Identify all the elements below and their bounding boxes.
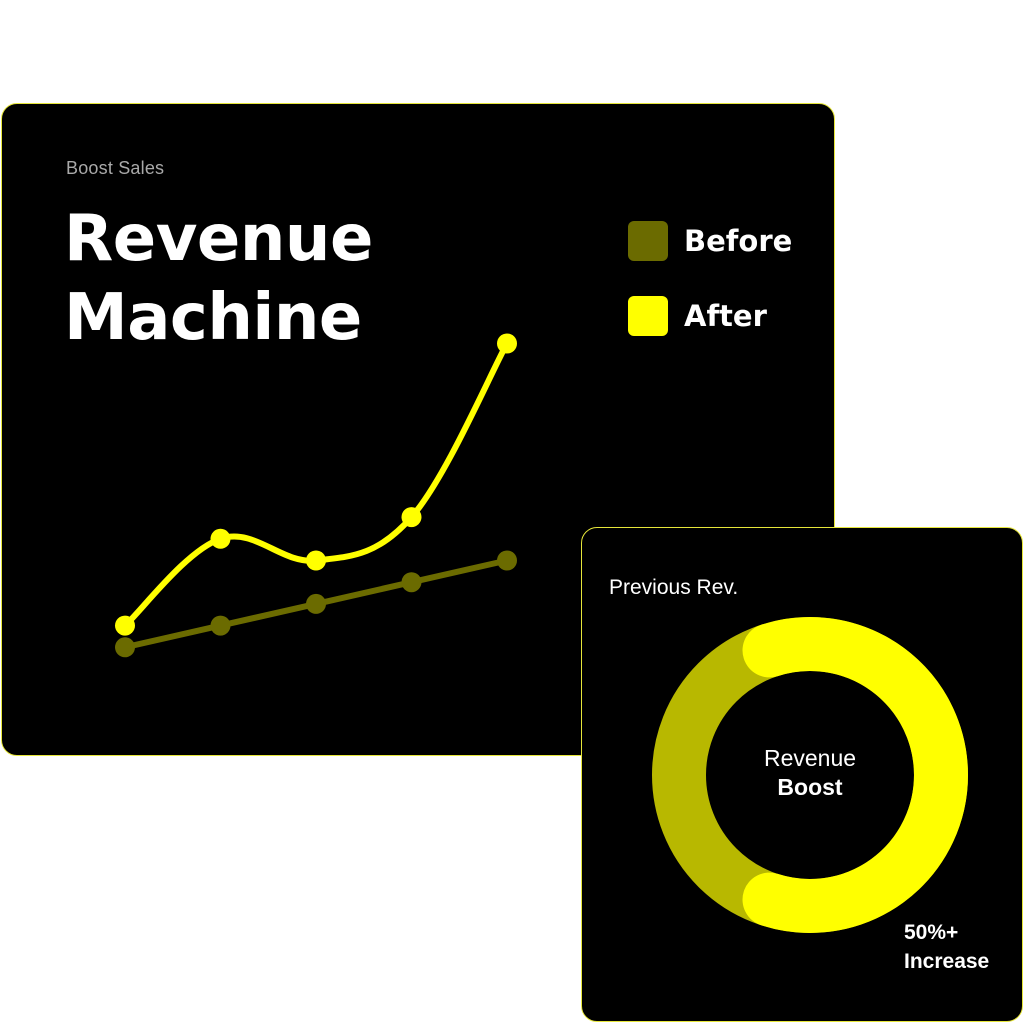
data-point-after-3 <box>306 550 326 571</box>
data-point-after-4 <box>401 507 422 528</box>
legend-item-before: Before <box>628 220 792 262</box>
legend-swatch-before <box>628 221 668 261</box>
donut-center-line-2: Boost <box>777 774 843 800</box>
legend-label-before: Before <box>684 224 793 258</box>
revenue-chart-card: Boost Sales Revenue Machine Before After <box>1 103 835 756</box>
donut-slice-revenue-boost <box>742 617 968 933</box>
eyebrow-label: Boost Sales <box>66 158 165 178</box>
title-line-2: Machine <box>64 281 362 355</box>
increase-note: 50%+ Increase <box>904 918 989 976</box>
page-title: Revenue Machine <box>64 200 373 358</box>
data-point-before-4 <box>401 572 422 593</box>
data-point-before-2 <box>210 615 231 636</box>
legend-item-after: After <box>628 295 792 337</box>
data-point-after-1 <box>115 615 135 636</box>
previous-revenue-card: Previous Rev. Revenue Boost 50%+ Increas… <box>581 527 1023 1022</box>
revenue-line-chart <box>115 333 517 658</box>
legend-label-after: After <box>684 299 767 333</box>
data-point-before-5 <box>497 550 517 571</box>
series-line-after <box>122 340 510 629</box>
donut-center-label: Revenue Boost <box>710 744 910 802</box>
revenue-donut-chart <box>652 617 968 933</box>
increase-note-line-2: Increase <box>904 950 990 973</box>
data-point-after-5 <box>497 333 517 354</box>
data-point-after-2 <box>210 528 231 549</box>
chart-legend: Before After <box>628 220 792 370</box>
donut-center-line-1: Revenue <box>763 745 857 771</box>
data-point-before-1 <box>115 637 135 658</box>
increase-note-line-1: 50%+ <box>904 921 959 944</box>
title-line-1: Revenue <box>64 202 373 276</box>
data-point-before-3 <box>306 593 326 614</box>
legend-swatch-after <box>628 296 668 336</box>
donut-title: Previous Rev. <box>609 576 739 599</box>
